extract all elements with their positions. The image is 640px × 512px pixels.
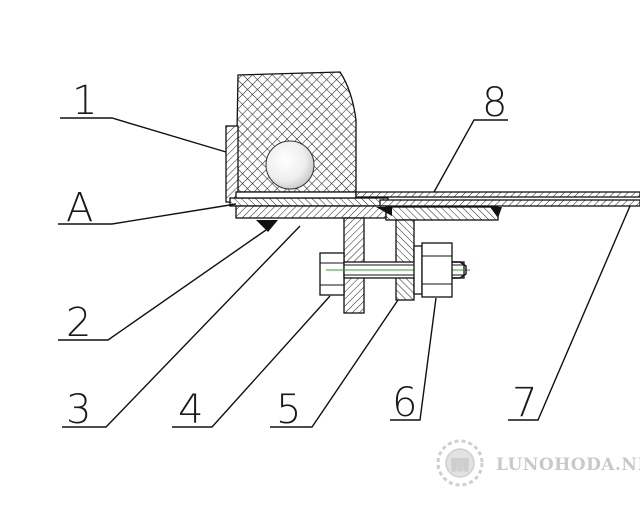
seal-base-gap (235, 191, 357, 199)
panel-sheet-upper (355, 191, 640, 198)
leader-5 (270, 299, 399, 428)
bolt-head (319, 252, 345, 296)
gasket-left (256, 220, 278, 232)
seal-block (235, 71, 357, 193)
leader-lines (58, 117, 631, 428)
callout-6: 6 (392, 380, 417, 426)
watermark-text: LUNOHODA.NET (496, 455, 640, 475)
leader-1 (60, 117, 227, 153)
callout-3: 3 (66, 387, 91, 433)
leader-7 (508, 205, 631, 421)
washer (413, 245, 423, 295)
leader-3 (62, 225, 301, 428)
callout-5: 5 (276, 387, 301, 433)
callout-a: A (66, 185, 93, 231)
leader-4 (172, 295, 331, 428)
callout-4: 4 (178, 387, 203, 433)
retainer-strip (225, 125, 239, 203)
callout-7: 7 (512, 380, 537, 426)
nut (421, 242, 453, 298)
watermark: LUNOHODA.NET (436, 439, 640, 487)
tube-circle (265, 140, 315, 190)
leader-a (58, 203, 237, 225)
bolt-assembly (319, 242, 470, 298)
leader-8 (433, 119, 508, 193)
callout-8: 8 (482, 80, 507, 126)
gasket-middle (376, 207, 392, 216)
leader-2 (58, 229, 267, 341)
callout-1: 1 (72, 78, 97, 124)
watermark-logo-icon (436, 439, 484, 487)
callout-2: 2 (66, 300, 91, 346)
panel-sheet-lower (379, 199, 640, 207)
seal-base-profile (229, 197, 389, 207)
gasket-right (490, 207, 502, 218)
leader-6 (390, 297, 437, 421)
